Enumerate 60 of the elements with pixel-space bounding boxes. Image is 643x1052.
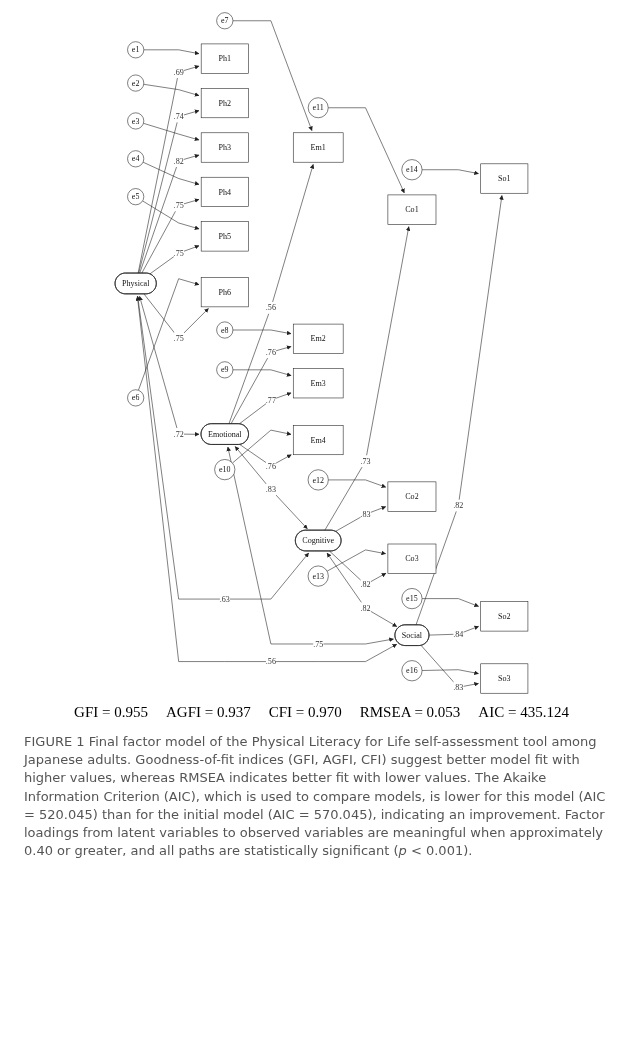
fit-index: RMSEA = 0.053 — [359, 704, 461, 721]
edge-label: .73 — [360, 456, 371, 466]
node-box: Co3 — [387, 543, 437, 574]
edge-label: .69 — [173, 67, 184, 77]
fit-index: GFI = 0.955 — [74, 704, 148, 721]
node-circle: e11 — [307, 97, 329, 119]
node-box: Em1 — [292, 132, 344, 163]
edge-label: .75 — [173, 201, 184, 210]
node-circle: e3 — [127, 112, 145, 130]
node-box: Em2 — [292, 323, 344, 354]
node-circle: e9 — [216, 361, 234, 379]
fit-index: CFI = 0.970 — [268, 704, 342, 721]
node-box: Ph6 — [200, 277, 249, 308]
edge-label: .83 — [360, 510, 371, 519]
node-circle: e1 — [127, 41, 145, 59]
node-circle: e16 — [401, 660, 423, 682]
fit-index: AIC = 435.124 — [478, 704, 569, 721]
edge-label: .56 — [265, 303, 276, 313]
node-box: Co1 — [387, 194, 437, 225]
node-circle: e6 — [127, 389, 145, 407]
node-circle: e2 — [127, 74, 145, 92]
node-box: So1 — [480, 163, 529, 194]
node-circle: e7 — [216, 12, 234, 30]
edge-label: .82 — [360, 603, 371, 613]
node-box: Ph2 — [200, 88, 249, 119]
node-box: So2 — [480, 601, 529, 632]
node-box: Ph3 — [200, 132, 249, 163]
node-circle: e14 — [401, 159, 423, 181]
node-circle: e8 — [216, 321, 234, 339]
edge-label: .83 — [265, 485, 276, 494]
figure-caption: FIGURE 1 Final factor model of the Physical Literacy for Life self-assessment tool among Japanese adults. Goodness-of-fit indices (GFI, AGFI, CFI) suggest better model fit with higher values, whereas RMSEA indicates better fit with lower values. The Akaike Information Criterion (AIC), which is used to compare models, is lower for this model (AIC = 520.045) than for the initial model (AIC = 570.045), indicating an improvement. Factor loadings from latent variables to observed variables are meaningful when approximately 0.40 or greater, and all paths are statistically significant (p < 0.001). — [24, 733, 607, 861]
edge-label: .84 — [453, 629, 464, 639]
node-box: Em3 — [292, 368, 344, 399]
edge-label: .82 — [360, 580, 371, 589]
edge-label: .75 — [173, 248, 184, 258]
edge-label: .72 — [173, 429, 184, 439]
edge-label: .76 — [265, 461, 276, 471]
node-box: Ph4 — [200, 176, 249, 207]
node-circle: e12 — [307, 469, 329, 491]
node-box: Co2 — [387, 481, 437, 512]
node-box: Ph5 — [200, 221, 249, 252]
edge-label: .83 — [453, 682, 464, 692]
node-box: Ph1 — [200, 43, 249, 74]
node-circle: e10 — [214, 459, 236, 481]
edge-label: .76 — [265, 347, 276, 357]
edge-label: .82 — [453, 501, 464, 510]
node-circle: e13 — [307, 565, 329, 587]
node-circle: e5 — [127, 188, 145, 206]
edge-label: .82 — [173, 156, 184, 166]
node-box: Em4 — [292, 425, 344, 456]
node-circle: e4 — [127, 150, 145, 168]
edge-label: .63 — [219, 594, 230, 604]
edge-label: .75 — [173, 333, 184, 343]
edge-label: .75 — [313, 639, 324, 649]
edge-label: .74 — [173, 112, 184, 121]
node-circle: e15 — [401, 588, 423, 610]
edge-label: .77 — [265, 395, 276, 405]
edge-label: .56 — [265, 657, 276, 666]
fit-index: AGFI = 0.937 — [166, 704, 251, 721]
node-box: So3 — [480, 663, 529, 694]
